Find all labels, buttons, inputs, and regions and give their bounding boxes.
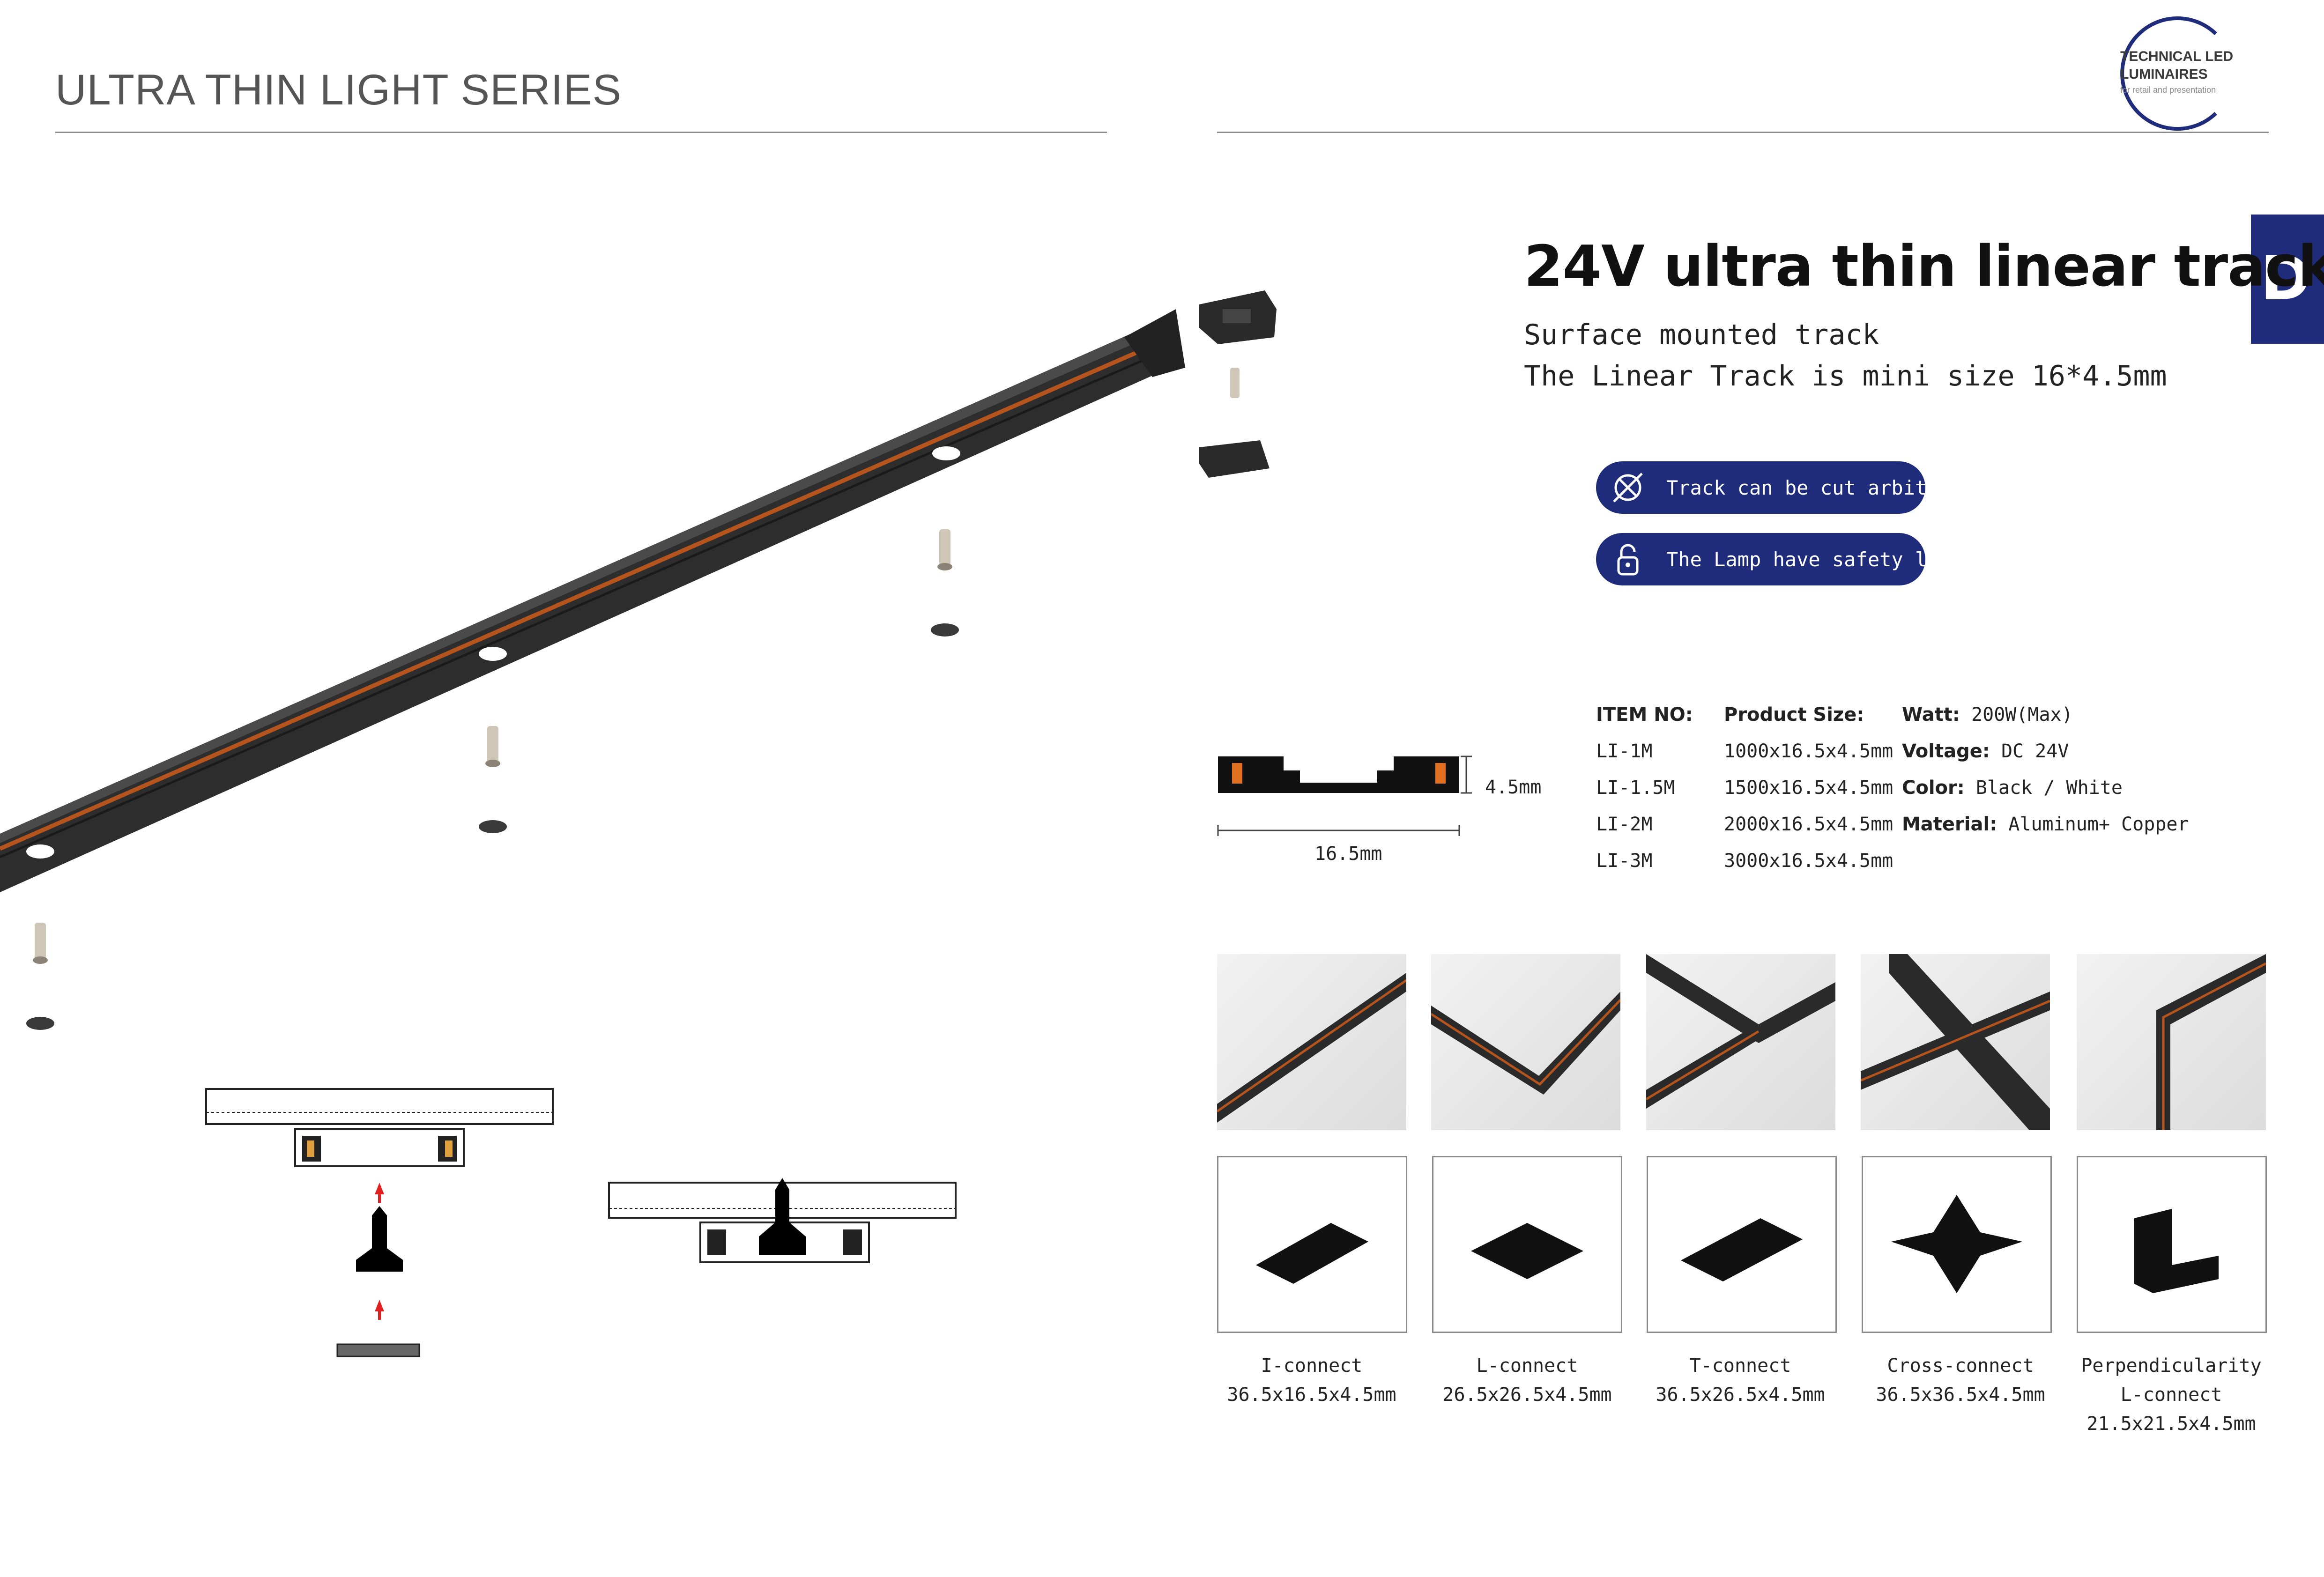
product-title: 24V ultra thin linear track xyxy=(1524,234,2324,299)
size-cell: 1000x16.5x4.5mm xyxy=(1724,740,1893,762)
cross-connect-caption: Cross-connect 36.5x36.5x4.5mm xyxy=(1862,1351,2059,1409)
connector-size: 36.5x16.5x4.5mm xyxy=(1227,1384,1396,1406)
screw-hole xyxy=(932,446,960,460)
cross-connect-photo xyxy=(1861,954,2050,1130)
end-cap-exploded xyxy=(1199,290,1277,478)
l-connect-caption: L-connect 26.5x26.5x4.5mm xyxy=(1429,1351,1626,1409)
item-cell: LI-1M xyxy=(1596,740,1653,762)
perpendicular-connect-caption: Perpendicularity L-connect 21.5x21.5x4.5… xyxy=(2073,1351,2270,1438)
header-rule-right xyxy=(1217,132,2269,133)
installation-diagram-assembled xyxy=(608,1178,957,1263)
material-spec: Material: Aluminum+ Copper xyxy=(1902,814,2189,835)
profile-height-label: 4.5mm xyxy=(1485,777,1542,798)
feature-pill-cut: Track can be cut arbitrarily xyxy=(1596,461,1998,514)
l-connect-photo xyxy=(1431,954,1620,1130)
size-cell: 1500x16.5x4.5mm xyxy=(1724,777,1893,799)
installation-diagram-exploded xyxy=(205,1088,554,1357)
screw-2 xyxy=(479,726,507,833)
product-subtitle-2: The Linear Track is mini size 16*4.5mm xyxy=(1524,360,2167,392)
connector-name: Perpendicularity xyxy=(2081,1355,2262,1377)
connector-size: 26.5x26.5x4.5mm xyxy=(1442,1384,1612,1406)
track-exploded-illustration xyxy=(0,290,1277,1030)
connector-size: 36.5x26.5x4.5mm xyxy=(1656,1384,1825,1406)
header-rule-left xyxy=(55,132,1107,133)
product-subtitle-1: Surface mounted track xyxy=(1524,318,1879,351)
connector-name: Cross-connect xyxy=(1887,1355,2034,1377)
brand-logo: TECHNICAL LED LUMINAIRES for retail and … xyxy=(2099,15,2258,132)
brand-tagline: for retail and presentation xyxy=(2120,85,2216,95)
connector-size: 36.5x36.5x4.5mm xyxy=(1876,1384,2045,1406)
t-connect-caption: T-connect 36.5x26.5x4.5mm xyxy=(1642,1351,1839,1409)
connector-name: I-connect xyxy=(1261,1355,1363,1377)
t-connect-thumbnail xyxy=(1647,1156,1837,1333)
item-cell: LI-2M xyxy=(1596,814,1653,835)
screw-hole xyxy=(26,844,54,859)
screw-hole xyxy=(479,647,507,661)
connector-name: T-connect xyxy=(1689,1355,1791,1377)
i-connect-photo xyxy=(1217,954,1406,1130)
series-title: ULTRA THIN LIGHT SERIES xyxy=(55,66,622,114)
perpendicular-connect-photo xyxy=(2077,954,2266,1130)
size-cell: 2000x16.5x4.5mm xyxy=(1724,814,1893,835)
t-connect-photo xyxy=(1646,954,1835,1130)
item-header: ITEM NO: xyxy=(1596,704,1693,726)
connector-size: L-connect xyxy=(2120,1384,2222,1406)
track-body xyxy=(0,333,1181,892)
section-tab[interactable]: D xyxy=(2251,215,2324,344)
color-spec: Color: Black / White xyxy=(1902,777,2123,799)
size-cell: 3000x16.5x4.5mm xyxy=(1724,850,1893,872)
perpendicular-connect-thumbnail xyxy=(2077,1156,2267,1333)
track-copper-line xyxy=(0,343,1153,851)
profile-width-label: 16.5mm xyxy=(1314,843,1382,865)
i-connect-caption: I-connect 36.5x16.5x4.5mm xyxy=(1213,1351,1410,1409)
screw-1 xyxy=(931,529,959,637)
brand-line-2: LUMINAIRES xyxy=(2120,67,2208,82)
connector-name: L-connect xyxy=(1476,1355,1578,1377)
track-profile-drawing xyxy=(1217,755,1472,836)
cut-icon xyxy=(1613,473,1643,503)
feature-label-cut: Track can be cut arbitrarily xyxy=(1666,476,1998,499)
item-cell: LI-3M xyxy=(1596,850,1653,872)
item-cell: LI-1.5M xyxy=(1596,777,1675,799)
connector-size-extra: 21.5x21.5x4.5mm xyxy=(2086,1413,2256,1435)
brand-line-1: TECHNICAL LED xyxy=(2120,49,2234,64)
l-connect-thumbnail xyxy=(1432,1156,1622,1333)
lock-icon xyxy=(1617,544,1639,576)
screw-3 xyxy=(26,923,54,1030)
i-connect-thumbnail xyxy=(1217,1156,1407,1333)
voltage-spec: Voltage: DC 24V xyxy=(1902,740,2069,762)
size-header: Product Size: xyxy=(1724,704,1864,726)
feature-label-lock: The Lamp have safety locks xyxy=(1666,548,1975,571)
section-tab-letter: D xyxy=(2260,243,2311,314)
feature-pill-lock: The Lamp have safety locks xyxy=(1596,533,1974,585)
watt-spec: Watt: 200W(Max) xyxy=(1902,704,2073,726)
cross-connect-thumbnail xyxy=(1862,1156,2052,1333)
brand-ring-icon xyxy=(2120,16,2217,131)
